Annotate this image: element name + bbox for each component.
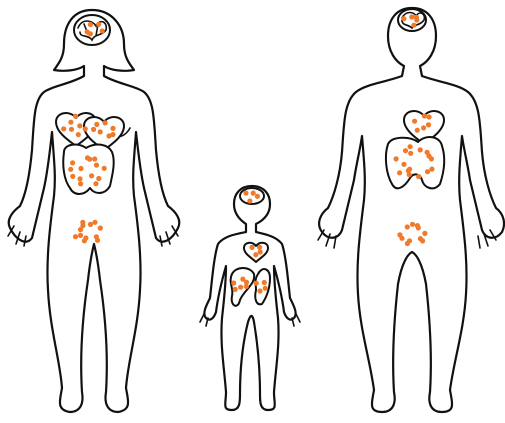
orange-dot-marker [422, 113, 427, 118]
orange-dot-marker [88, 22, 93, 27]
orange-dot-marker [233, 287, 238, 292]
orange-dot-marker [61, 126, 66, 131]
orange-dot-marker [106, 133, 111, 138]
woman-body-outline [9, 10, 180, 412]
orange-dot-marker [397, 232, 402, 237]
orange-dot-marker [403, 148, 408, 153]
orange-dot-marker [96, 176, 101, 181]
orange-dot-marker [89, 173, 94, 178]
orange-dot-marker [92, 220, 97, 225]
orange-dot-marker [418, 236, 423, 241]
orange-dot-marker [77, 176, 82, 181]
orange-dot-marker [98, 129, 103, 134]
orange-dot-marker [249, 245, 254, 250]
orange-dot-marker [77, 123, 82, 128]
child-figure [200, 186, 300, 410]
orange-dot-marker [412, 119, 417, 124]
orange-dot-marker [408, 151, 413, 156]
orange-dot-marker [416, 174, 421, 179]
orange-dot-marker [401, 162, 406, 167]
orange-dot-marker [93, 181, 98, 186]
orange-dot-marker [70, 160, 75, 165]
woman-brain-icon [74, 15, 110, 45]
orange-dot-marker [69, 127, 74, 132]
orange-dot-marker [418, 147, 423, 152]
orange-dot-marker [80, 220, 85, 225]
orange-dot-marker [414, 15, 419, 20]
orange-dot-marker [85, 155, 90, 160]
orange-dot-marker [257, 288, 262, 293]
orange-dot-marker [397, 170, 402, 175]
orange-dot-marker [263, 286, 268, 291]
orange-dot-marker [83, 126, 88, 131]
orange-dot-marker [257, 245, 262, 250]
orange-dot-marker [429, 156, 434, 161]
orange-dot-marker [254, 281, 259, 286]
orange-dot-marker [247, 198, 252, 203]
orange-dot-marker [85, 29, 90, 34]
orange-dot-marker [415, 223, 420, 228]
orange-dot-marker [408, 144, 413, 149]
child-body-outline [204, 186, 295, 410]
orange-dot-marker [243, 191, 248, 196]
orange-dot-marker [401, 16, 406, 21]
orange-dot-marker [406, 168, 411, 173]
orange-dot-marker [409, 14, 414, 19]
orange-dot-marker [70, 174, 75, 179]
orange-dot-marker [426, 122, 431, 127]
orange-dot-marker [68, 167, 73, 172]
orange-dot-marker [394, 156, 399, 161]
orange-dot-marker [68, 120, 73, 125]
orange-dot-marker [258, 249, 263, 254]
orange-dot-marker [422, 231, 427, 236]
orange-dot-marker [427, 114, 432, 119]
orange-dot-marker [88, 222, 93, 227]
orange-dot-marker [429, 167, 434, 172]
orange-dot-marker [91, 127, 96, 132]
orange-dot-marker [82, 238, 87, 243]
orange-dot-marker [98, 226, 103, 231]
orange-dot-marker [415, 128, 420, 133]
orange-dot-marker [238, 285, 243, 290]
orange-dot-marker [407, 238, 412, 243]
orange-dot-marker [255, 194, 260, 199]
orange-dot-marker [421, 125, 426, 130]
man-figure [318, 8, 504, 412]
orange-dot-marker [96, 22, 101, 27]
orange-dot-marker [103, 120, 108, 125]
orange-dot-marker [102, 166, 107, 171]
orange-dot-marker [73, 114, 78, 119]
orange-dot-marker [78, 166, 83, 171]
orange-dot-marker [100, 28, 105, 33]
orange-dot-marker [78, 233, 83, 238]
orange-dot-marker [410, 222, 415, 227]
orange-dot-marker [94, 163, 99, 168]
woman-figure [8, 10, 179, 412]
orange-dot-marker [94, 234, 99, 239]
orange-dot-marker [231, 280, 236, 285]
orange-dot-marker [92, 156, 97, 161]
orange-dot-marker [244, 280, 249, 285]
orange-dot-marker [251, 191, 256, 196]
orange-dot-marker [253, 252, 258, 257]
orange-dot-marker [76, 132, 81, 137]
orange-dot-marker [78, 181, 83, 186]
orange-dot-marker [425, 169, 430, 174]
orange-dot-marker [94, 122, 99, 127]
orange-dot-marker [262, 280, 267, 285]
orange-dot-marker [405, 224, 410, 229]
man-body-outline [319, 8, 504, 412]
orange-dot-marker [110, 126, 115, 131]
orange-dot-marker [73, 234, 78, 239]
orange-dot-marker [411, 23, 416, 28]
